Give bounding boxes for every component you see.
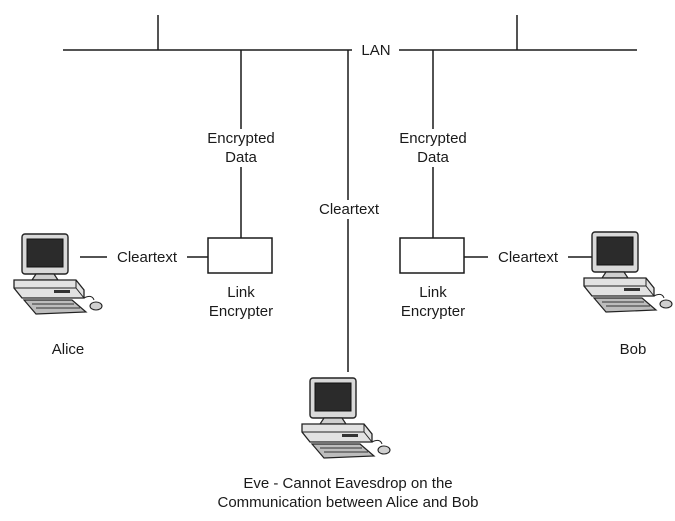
- lan-label: LAN: [353, 41, 399, 60]
- bob-label: Bob: [603, 340, 663, 359]
- right-link-encrypter-box: [399, 237, 465, 274]
- alice-cleartext-label: Cleartext: [107, 248, 187, 267]
- left-link-encrypter-label-line2: Encrypter: [196, 302, 286, 321]
- right-encrypted-data-label-line1: Encrypted: [388, 129, 478, 148]
- eve-caption-line2: Communication between Alice and Bob: [163, 493, 533, 512]
- right-encrypted-data-label-line2: Data: [408, 148, 458, 167]
- alice-computer-icon: [13, 233, 103, 315]
- bob-computer-icon: [583, 231, 673, 313]
- eve-caption-line1: Eve - Cannot Eavesdrop on the: [178, 474, 518, 493]
- left-link-encrypter-box: [207, 237, 273, 274]
- alice-label: Alice: [38, 340, 98, 359]
- right-link-encrypter-label-line2: Encrypter: [388, 302, 478, 321]
- eve-computer-icon: [301, 377, 391, 459]
- left-encrypted-data-label-line2: Data: [216, 148, 266, 167]
- center-cleartext-label: Cleartext: [309, 200, 389, 219]
- bob-cleartext-label: Cleartext: [488, 248, 568, 267]
- left-encrypted-data-label-line1: Encrypted: [196, 129, 286, 148]
- left-link-encrypter-label-line1: Link: [216, 283, 266, 302]
- right-link-encrypter-label-line1: Link: [408, 283, 458, 302]
